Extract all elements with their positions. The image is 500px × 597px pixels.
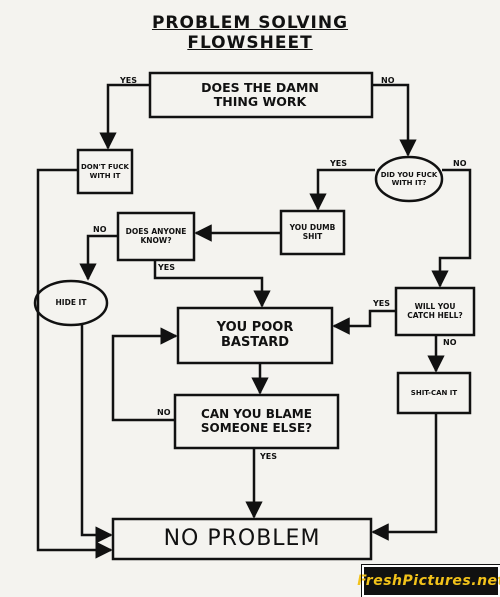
edge-no-works: NO xyxy=(381,76,395,85)
edge-yes-fucked: YES xyxy=(330,159,348,168)
edge-yes-blame: YES xyxy=(260,452,278,461)
label-poor-bastard: YOU POOR BASTARD xyxy=(216,319,294,350)
title-line-2: FLOWSHEET xyxy=(187,32,313,53)
edge-yes-hell: YES xyxy=(373,299,391,308)
label-catch-hell: WILL YOU CATCH HELL? xyxy=(407,301,463,320)
watermark-logo: FreshPictures.net xyxy=(357,564,500,597)
edge-no-anyone: NO xyxy=(93,225,107,234)
box-shit-can xyxy=(396,371,472,415)
edge-yes-anyone: YES xyxy=(158,263,176,272)
box-dont-fuck xyxy=(76,148,134,195)
title-line-1: PROBLEM SOLVING xyxy=(151,13,349,33)
label-no-problem: NO PROBLEM xyxy=(163,526,321,552)
label-does-work: DOES THE DAMN THING WORK xyxy=(201,79,319,109)
label-did-you-fuck: DID YOU FUCK WITH IT? xyxy=(380,170,438,187)
edge-no-blame: NO xyxy=(157,408,171,417)
label-blame: CAN YOU BLAME SOMEONE ELSE? xyxy=(200,406,313,435)
watermark-text: FreshPictures.net xyxy=(357,573,500,589)
box-poor-bastard xyxy=(176,306,334,365)
box-does-work xyxy=(148,71,374,119)
edge-no-hell: NO xyxy=(443,338,457,347)
box-blame xyxy=(173,393,340,450)
oval-did-you-fuck xyxy=(374,155,444,203)
edge-no-fucked: NO xyxy=(453,159,467,168)
box-no-problem xyxy=(111,517,373,561)
oval-hide-it xyxy=(33,279,109,327)
label-dont-fuck: DON'T FUCK WITH IT xyxy=(80,163,129,180)
label-shit-can: SHIT-CAN IT xyxy=(410,388,458,397)
edge-yes-works: YES xyxy=(120,76,138,85)
label-hide-it: HIDE IT xyxy=(55,297,87,307)
label-dumb-shit: YOU DUMB SHIT xyxy=(289,222,336,241)
label-anyone-know: DOES ANYONE KNOW? xyxy=(125,226,187,245)
diagram-title: PROBLEM SOLVING FLOWSHEET xyxy=(120,13,380,53)
